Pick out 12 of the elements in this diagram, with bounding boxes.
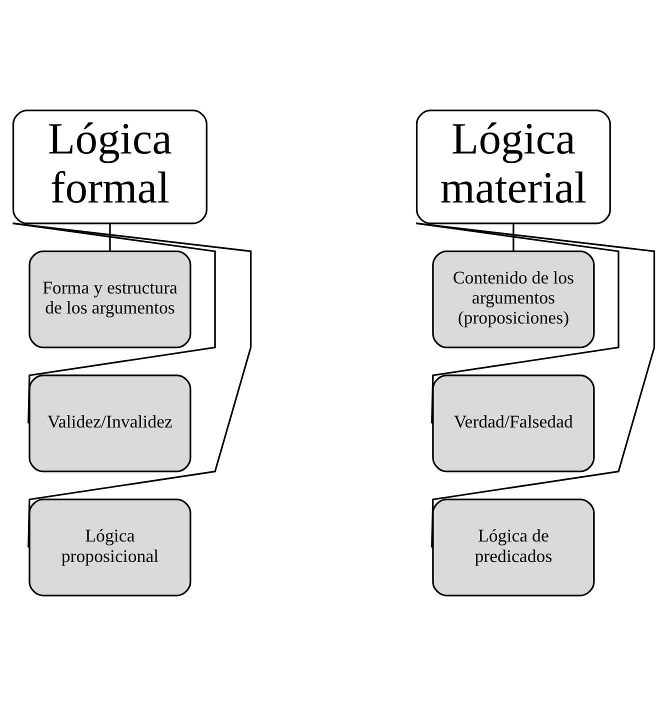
node-box: Contenido de los argumentos (proposiciones) xyxy=(432,250,595,348)
node-box: Verdad/Falsedad xyxy=(432,374,595,472)
connector xyxy=(512,223,514,252)
node-box: Lógica proposicional xyxy=(28,498,192,596)
node-box: Forma y estructura de los argumentos xyxy=(28,250,192,348)
node-box: Lógica formal xyxy=(12,110,208,224)
node-box: Lógica de predicados xyxy=(432,498,595,596)
node-box: Validez/Invalidez xyxy=(28,374,192,472)
connector xyxy=(416,222,656,548)
connector xyxy=(109,223,111,252)
connector xyxy=(12,222,252,548)
node-box: Lógica material xyxy=(416,110,611,224)
